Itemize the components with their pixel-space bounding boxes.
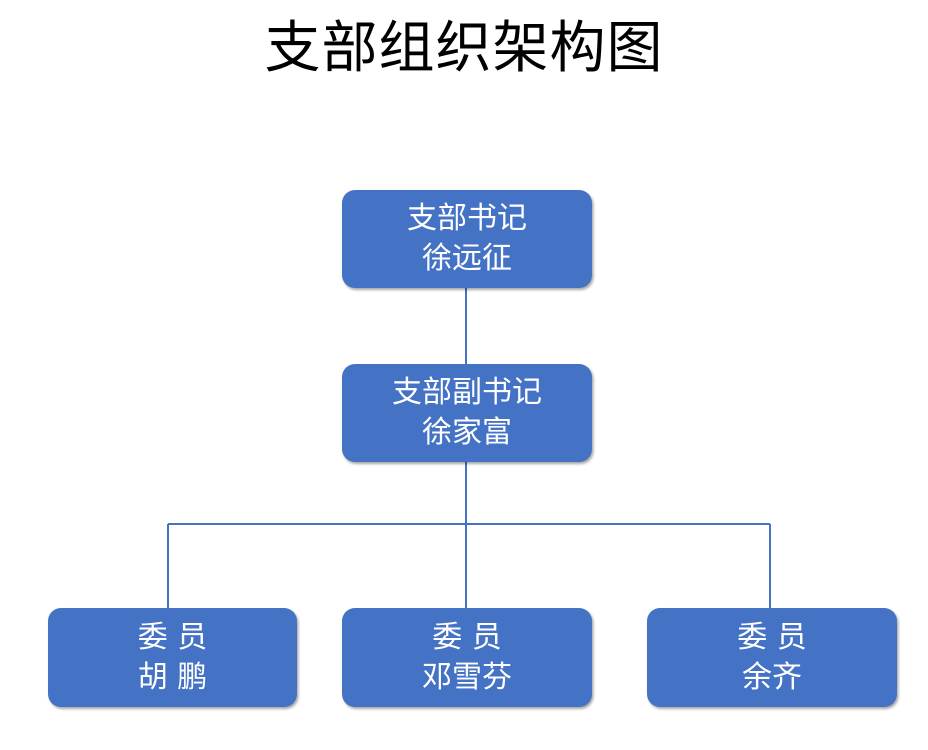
org-node-member-1-name: 胡 鹏 bbox=[137, 659, 208, 695]
org-node-deputy-secretary-name: 徐家富 bbox=[422, 415, 512, 450]
page-title: 支部组织架构图 bbox=[264, 16, 664, 81]
org-node-member-1-role: 委 员 bbox=[137, 619, 208, 655]
org-node-deputy-secretary[interactable]: 支部副书记 徐家富 bbox=[342, 364, 592, 462]
org-node-member-2-name: 邓雪芬 bbox=[422, 659, 512, 695]
org-node-member-3-name: 余齐 bbox=[742, 659, 802, 695]
org-node-member-1[interactable]: 委 员 胡 鹏 bbox=[48, 608, 297, 707]
org-node-secretary-role: 支部书记 bbox=[407, 201, 527, 237]
org-node-member-2[interactable]: 委 员 邓雪芬 bbox=[342, 608, 592, 707]
org-node-secretary[interactable]: 支部书记 徐远征 bbox=[342, 190, 592, 288]
org-node-member-3-role: 委 员 bbox=[737, 619, 807, 655]
org-node-member-3[interactable]: 委 员 余齐 bbox=[647, 608, 897, 707]
org-node-secretary-name: 徐远征 bbox=[422, 241, 512, 276]
org-node-deputy-secretary-role: 支部副书记 bbox=[392, 375, 542, 411]
org-node-member-2-role: 委 员 bbox=[432, 619, 502, 655]
